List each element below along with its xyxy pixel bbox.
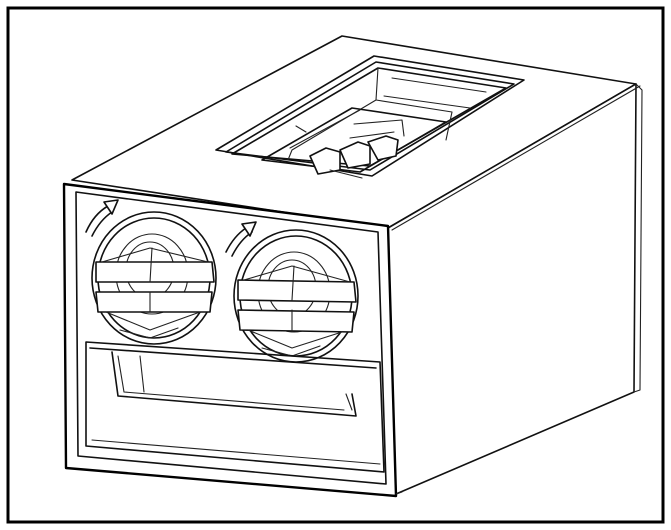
rotation-arrow-icon: [225, 221, 257, 257]
front-drawer: [85, 341, 385, 473]
rotary-dial-icon: [233, 229, 359, 363]
drawer-outline: [85, 341, 385, 473]
top-opening: [215, 55, 525, 179]
drawer-handle-recess: [111, 351, 357, 417]
front-bezel: [75, 191, 387, 485]
rotary-dial-icon: [91, 211, 217, 345]
rotation-arrow-icon: [85, 199, 119, 237]
